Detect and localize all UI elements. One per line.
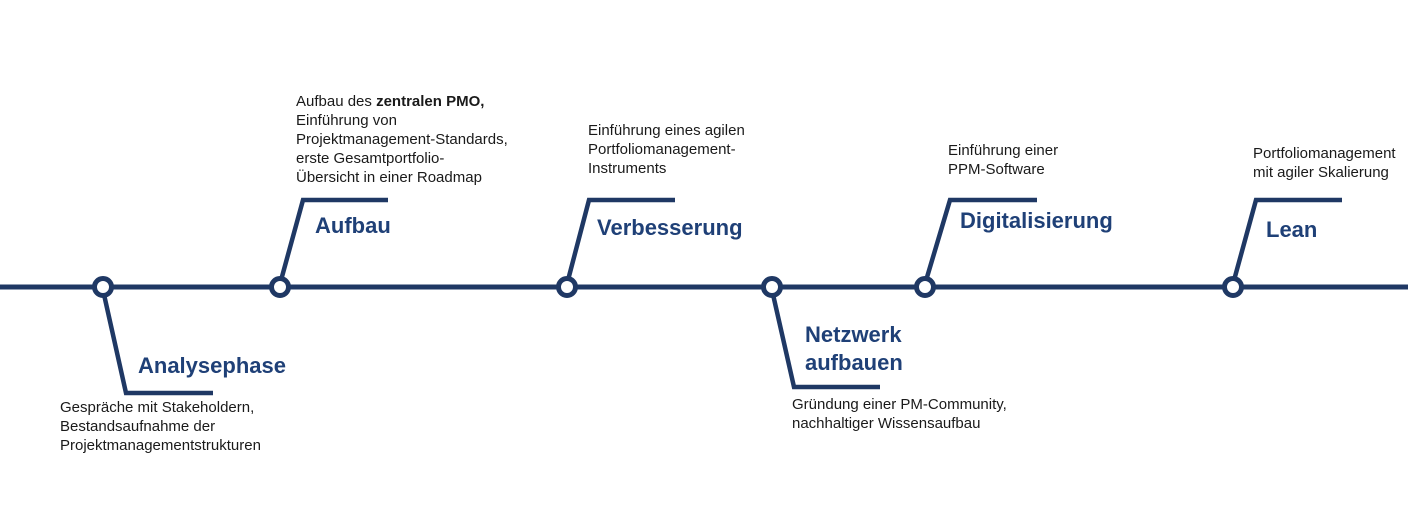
description-line: Übersicht in einer Roadmap — [296, 169, 482, 186]
connector-netzwerk-aufbauen — [769, 289, 880, 390]
milestone-title-digitalisierung: Digitalisierung — [960, 208, 1113, 233]
description-line: Bestandsaufnahme der — [60, 418, 216, 435]
description-line: Instruments — [588, 160, 667, 177]
description-line: Portfoliomanagement- — [588, 141, 736, 158]
milestone-title-analysephase: Analysephase — [138, 353, 286, 378]
description-line: Portfoliomanagement — [1253, 145, 1396, 162]
milestone-title-aufbau: Aufbau — [315, 213, 391, 238]
milestone-node-analysephase — [92, 276, 114, 298]
milestone-title-verbesserung: Verbesserung — [597, 215, 743, 240]
description-line: Projektmanagementstrukturen — [60, 437, 261, 454]
description-line: PPM-Software — [948, 161, 1045, 178]
description-line: mit agiler Skalierung — [1253, 164, 1389, 181]
description-line: Aufbau des zentralen PMO, — [296, 92, 508, 111]
milestone-description-digitalisierung: Einführung einer PPM-Software — [948, 141, 1058, 179]
milestone-description-aufbau: Aufbau des zentralen PMO, Einführung von… — [296, 92, 508, 187]
description-line: nachhaltiger Wissensaufbau — [792, 415, 981, 432]
description-line: Einführung einer — [948, 142, 1059, 159]
description-line: Gründung einer PM-Community, — [792, 396, 1007, 413]
description-line: Projektmanagement-Standards, — [296, 131, 508, 148]
milestone-description-verbesserung: Einführung eines agilen Portfoliomanagem… — [588, 121, 745, 178]
milestone-title-lean: Lean — [1266, 217, 1318, 242]
milestone-node-verbesserung — [556, 276, 578, 298]
milestone-node-aufbau — [269, 276, 291, 298]
description-line: erste Gesamtportfolio- — [296, 150, 445, 167]
description-line: Einführung von — [296, 112, 397, 129]
connector-lean — [1230, 197, 1342, 285]
description-line: Gespräche mit Stakeholdern, — [60, 399, 255, 416]
connector-verbesserung — [564, 197, 675, 285]
connector-digitalisierung — [922, 197, 1037, 285]
milestone-description-netzwerk-aufbauen: Gründung einer PM-Community, nachhaltige… — [792, 395, 1007, 433]
description-line: Einführung eines agilen — [588, 122, 745, 139]
description-bold-text: zentralen PMO, — [376, 93, 485, 110]
milestone-description-lean: Portfoliomanagement mit agiler Skalierun… — [1253, 144, 1396, 182]
description-text: Aufbau des — [296, 93, 377, 110]
connector-aufbau — [277, 197, 388, 285]
milestone-node-digitalisierung — [914, 276, 936, 298]
milestone-title-netzwerk-aufbauen: Netzwerk aufbauen — [805, 322, 903, 375]
milestone-description-analysephase: Gespräche mit Stakeholdern, Bestandsaufn… — [60, 398, 261, 455]
milestone-node-netzwerk-aufbauen — [761, 276, 783, 298]
milestone-node-lean — [1222, 276, 1244, 298]
connector-analysephase — [100, 289, 213, 396]
